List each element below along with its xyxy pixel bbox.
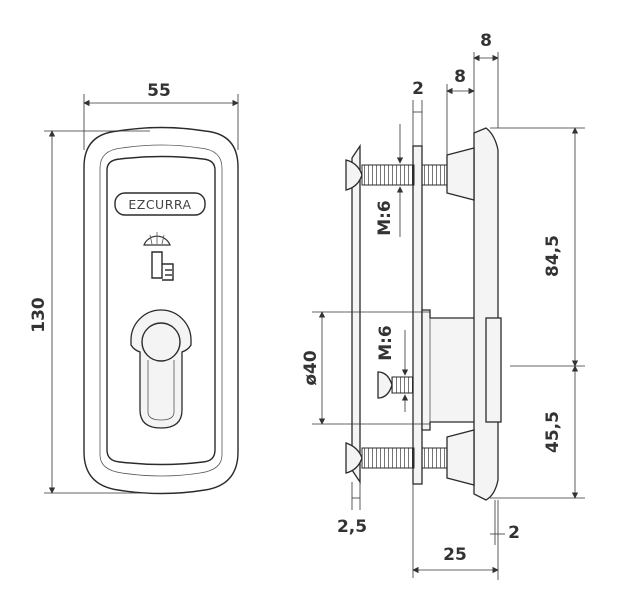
bottom-gap-dimension: 2 (490, 500, 520, 580)
offset-label-1: 8 (454, 67, 466, 87)
rear-rosette (473, 127, 499, 501)
front-plate (351, 143, 361, 485)
diameter-label: ø40 (301, 350, 321, 386)
height-label: 130 (29, 297, 49, 333)
width-dimension: 55 (83, 81, 239, 150)
brand-logo-text: EZCURRA (128, 197, 191, 212)
top-gap-label: 2 (412, 79, 424, 99)
top-gap-dimension: 2 (412, 79, 424, 146)
depth-dimension: 25 (412, 484, 499, 578)
plate-thickness-label: 2,5 (337, 517, 367, 537)
upper-height-label: 84,5 (543, 235, 563, 277)
lower-thread-dimension: M:6 (376, 325, 409, 412)
bottom-gap-label: 2 (508, 523, 520, 543)
depth-label: 25 (443, 545, 467, 565)
key-logo-icon (143, 232, 174, 281)
width-label: 55 (147, 81, 171, 101)
upper-thread-label: M:6 (375, 200, 395, 236)
inner-panel-shadow (99, 144, 223, 477)
front-view: EZCURRA 55 (29, 81, 239, 495)
brand-badge (114, 192, 206, 216)
plate-thickness-dimension: 2,5 (337, 482, 367, 537)
offset-dimension-2: 8 (473, 31, 499, 128)
lower-thread-label: M:6 (376, 325, 396, 361)
middle-plate (412, 145, 423, 485)
side-view: 2 8 8 M:6 M:6 (301, 31, 585, 580)
inner-panel-outline (106, 155, 216, 466)
offset-label-2: 8 (480, 31, 492, 51)
diameter-dimension: ø40 (301, 311, 430, 425)
upper-thread-dimension: M:6 (375, 124, 404, 237)
offset-dimension-1: 8 (446, 67, 475, 155)
upper-height-dimension: 84,5 (490, 127, 585, 367)
lower-height-dimension: 45,5 (490, 365, 585, 499)
middle-screw (377, 371, 414, 399)
lower-height-label: 45,5 (543, 411, 563, 453)
height-dimension: 130 (29, 130, 150, 494)
lower-screw (345, 429, 475, 486)
upper-screw (345, 147, 475, 201)
cylinder-opening (130, 309, 192, 429)
